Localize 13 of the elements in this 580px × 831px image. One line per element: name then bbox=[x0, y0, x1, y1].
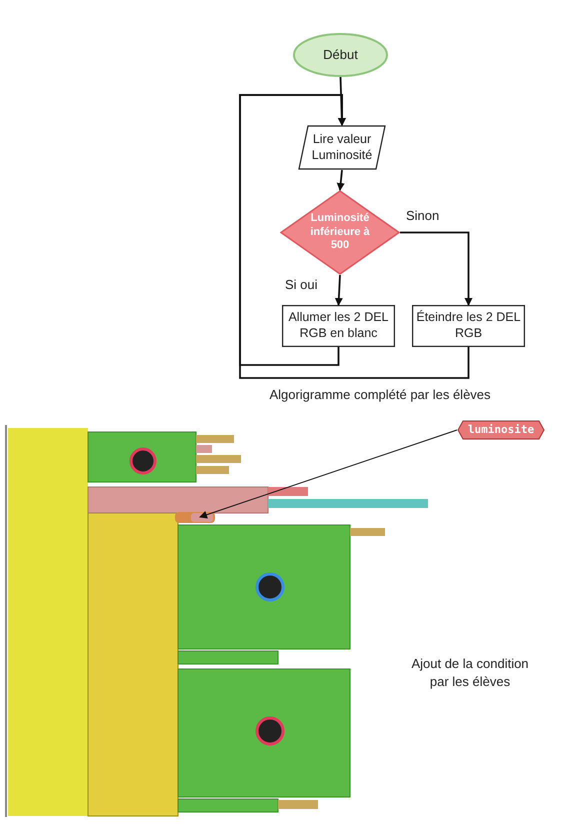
input-parallelogram: Lire valeur Luminosité bbox=[298, 125, 386, 170]
decision-diamond: Luminosité inférieure à 500 bbox=[280, 190, 400, 275]
start-ellipse: Début bbox=[293, 33, 388, 77]
arrow bbox=[334, 274, 343, 306]
caption-text: Algorigramme complété par les élèves bbox=[268, 386, 492, 404]
arrow bbox=[239, 94, 470, 379]
variable-tag: luminosite bbox=[457, 420, 545, 440]
process-box: Allumer les 2 DEL RGB en blanc bbox=[282, 305, 395, 347]
arrow bbox=[400, 232, 472, 306]
leader-line bbox=[199, 430, 458, 519]
note-text: Ajout de la condition par les élèves bbox=[410, 655, 530, 691]
arrow bbox=[336, 170, 345, 191]
process-box: Éteindre les 2 DEL RGB bbox=[412, 305, 525, 347]
